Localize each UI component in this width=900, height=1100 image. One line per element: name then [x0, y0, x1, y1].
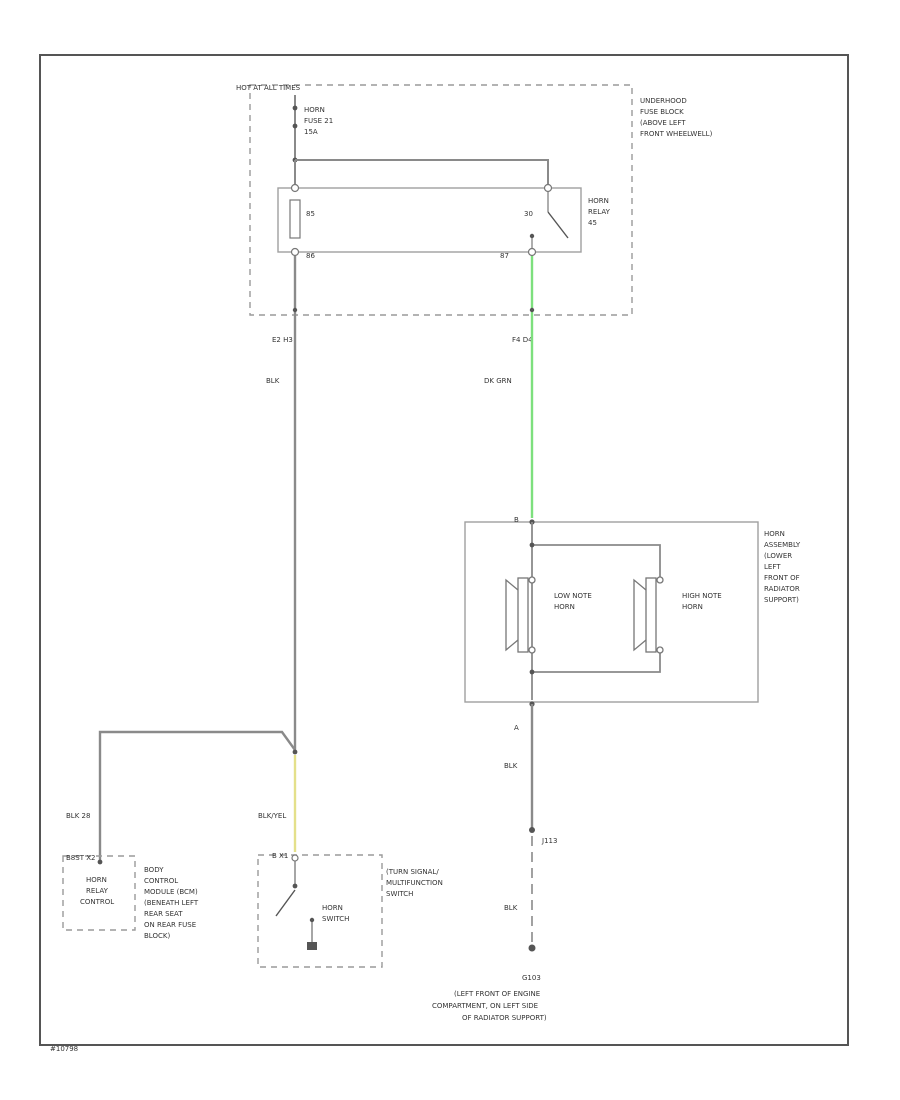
svg-text:(BENEATH LEFT: (BENEATH LEFT [144, 899, 199, 907]
svg-text:RELAY: RELAY [588, 208, 611, 216]
connector-e2-h3: E2 H3 [272, 336, 293, 344]
blk-wire-branch [98, 730, 296, 862]
pin-85-label: 85 [306, 210, 315, 218]
svg-text:CONTROL: CONTROL [80, 898, 114, 906]
horn-assembly-box [464, 521, 759, 703]
hot-at-all-times-label: HOT AT ALL TIMES [236, 84, 301, 92]
pin-87-label: 87 [500, 252, 509, 260]
svg-text:RADIATOR: RADIATOR [764, 585, 800, 593]
wire-blk-low-label: BLK [504, 904, 518, 912]
low-note-horn-label: LOW NOTE HORN [554, 592, 592, 611]
high-note-horn-icon [633, 576, 664, 654]
svg-text:RELAY: RELAY [86, 887, 109, 895]
horn-assembly-label: HORN ASSEMBLY (LOWER LEFT FRONT OF RADIA… [764, 530, 801, 604]
turn-signal-switch-label: (TURN SIGNAL/ MULTIFUNCTION SWITCH [386, 868, 443, 898]
diagram-frame [39, 54, 849, 1046]
svg-text:FUSE 21: FUSE 21 [304, 117, 333, 125]
svg-text:45: 45 [588, 219, 597, 227]
svg-text:BODY: BODY [144, 866, 164, 874]
high-note-horn-label: HIGH NOTE HORN [682, 592, 722, 611]
svg-text:(LEFT FRONT OF ENGINE: (LEFT FRONT OF ENGINE [454, 990, 540, 998]
wire-blk-28-label: BLK 28 [66, 812, 90, 820]
relay-switch: 30 87 [500, 183, 569, 260]
bcm-name-label: BODY CONTROL MODULE (BCM) (BENEATH LEFT … [144, 866, 199, 940]
horn-relay-control-label: HORN RELAY CONTROL [80, 876, 114, 906]
underhood-fuse-block-label: UNDERHOOD FUSE BLOCK (ABOVE LEFT FRONT W… [640, 97, 713, 138]
svg-text:(TURN SIGNAL/: (TURN SIGNAL/ [386, 868, 439, 876]
pin-86-label: 86 [306, 252, 315, 260]
svg-text:HIGH NOTE: HIGH NOTE [682, 592, 722, 600]
svg-text:UNDERHOOD: UNDERHOOD [640, 97, 687, 105]
ground-g103-icon [528, 944, 536, 952]
svg-text:LEFT: LEFT [764, 563, 781, 571]
svg-text:BLOCK): BLOCK) [144, 932, 170, 940]
wire-blk-mid-label: BLK [504, 762, 518, 770]
svg-text:ASSEMBLY: ASSEMBLY [764, 541, 801, 549]
svg-text:SWITCH: SWITCH [386, 890, 413, 898]
bcm-box [62, 855, 136, 931]
svg-text:HORN: HORN [682, 603, 703, 611]
pin-a-label: A [514, 724, 519, 732]
relay-feed-wire [295, 159, 549, 188]
svg-text:HORN: HORN [588, 197, 609, 205]
horn-switch-icon [275, 854, 317, 950]
svg-text:(LOWER: (LOWER [764, 552, 792, 560]
svg-text:REAR SEAT: REAR SEAT [144, 910, 183, 918]
splice-j113-label: J113 [541, 837, 557, 845]
svg-text:FRONT OF: FRONT OF [764, 574, 800, 582]
svg-text:SWITCH: SWITCH [322, 915, 349, 923]
svg-text:HORN: HORN [554, 603, 575, 611]
relay-coil: 85 86 [289, 183, 315, 260]
svg-text:LOW NOTE: LOW NOTE [554, 592, 592, 600]
svg-text:HORN: HORN [304, 106, 325, 114]
wire-dk-grn-label: DK GRN [484, 377, 512, 385]
ground-location-label: (LEFT FRONT OF ENGINE COMPARTMENT, ON LE… [432, 990, 547, 1022]
fuse-symbol [292, 95, 298, 163]
low-note-horn-icon [505, 576, 536, 654]
connector-f4-d4: F4 D4 [512, 336, 533, 344]
svg-text:FUSE BLOCK: FUSE BLOCK [640, 108, 684, 116]
svg-text:MULTIFUNCTION: MULTIFUNCTION [386, 879, 443, 887]
switch-pin-label: B X1 [272, 852, 288, 860]
svg-text:15A: 15A [304, 128, 318, 136]
svg-text:HORN: HORN [86, 876, 107, 884]
horn-internal-wiring [531, 522, 661, 700]
svg-text:FRONT WHEELWELL): FRONT WHEELWELL) [640, 130, 713, 138]
svg-text:MODULE (BCM): MODULE (BCM) [144, 888, 198, 896]
svg-text:OF RADIATOR SUPPORT): OF RADIATOR SUPPORT) [462, 1014, 547, 1022]
svg-text:CONTROL: CONTROL [144, 877, 178, 885]
wire-blk-yel-label: BLK/YEL [258, 812, 286, 820]
figure-id: #10798 [50, 1045, 78, 1053]
underhood-fuse-block [249, 84, 633, 316]
fuse-label: HORN FUSE 21 15A [304, 106, 333, 136]
svg-text:ON REAR FUSE: ON REAR FUSE [144, 921, 196, 929]
pin-30-label: 30 [524, 210, 533, 218]
ground-g103-label: G103 [522, 974, 541, 982]
horn-relay-box [277, 187, 582, 253]
horn-switch-label: HORN SWITCH [322, 904, 349, 923]
pin-b-label: B [514, 516, 519, 524]
svg-text:HORN: HORN [322, 904, 343, 912]
svg-text:SUPPORT): SUPPORT) [764, 596, 799, 604]
svg-text:HORN: HORN [764, 530, 785, 538]
horn-relay-label: HORN RELAY 45 [588, 197, 611, 227]
svg-text:(ABOVE LEFT: (ABOVE LEFT [640, 119, 686, 127]
bcm-pin-label: B8ST X2 [66, 854, 95, 862]
wire-blk-top-label: BLK [266, 377, 280, 385]
turn-signal-switch-box [257, 854, 383, 968]
svg-text:COMPARTMENT, ON LEFT SIDE: COMPARTMENT, ON LEFT SIDE [432, 1002, 538, 1010]
